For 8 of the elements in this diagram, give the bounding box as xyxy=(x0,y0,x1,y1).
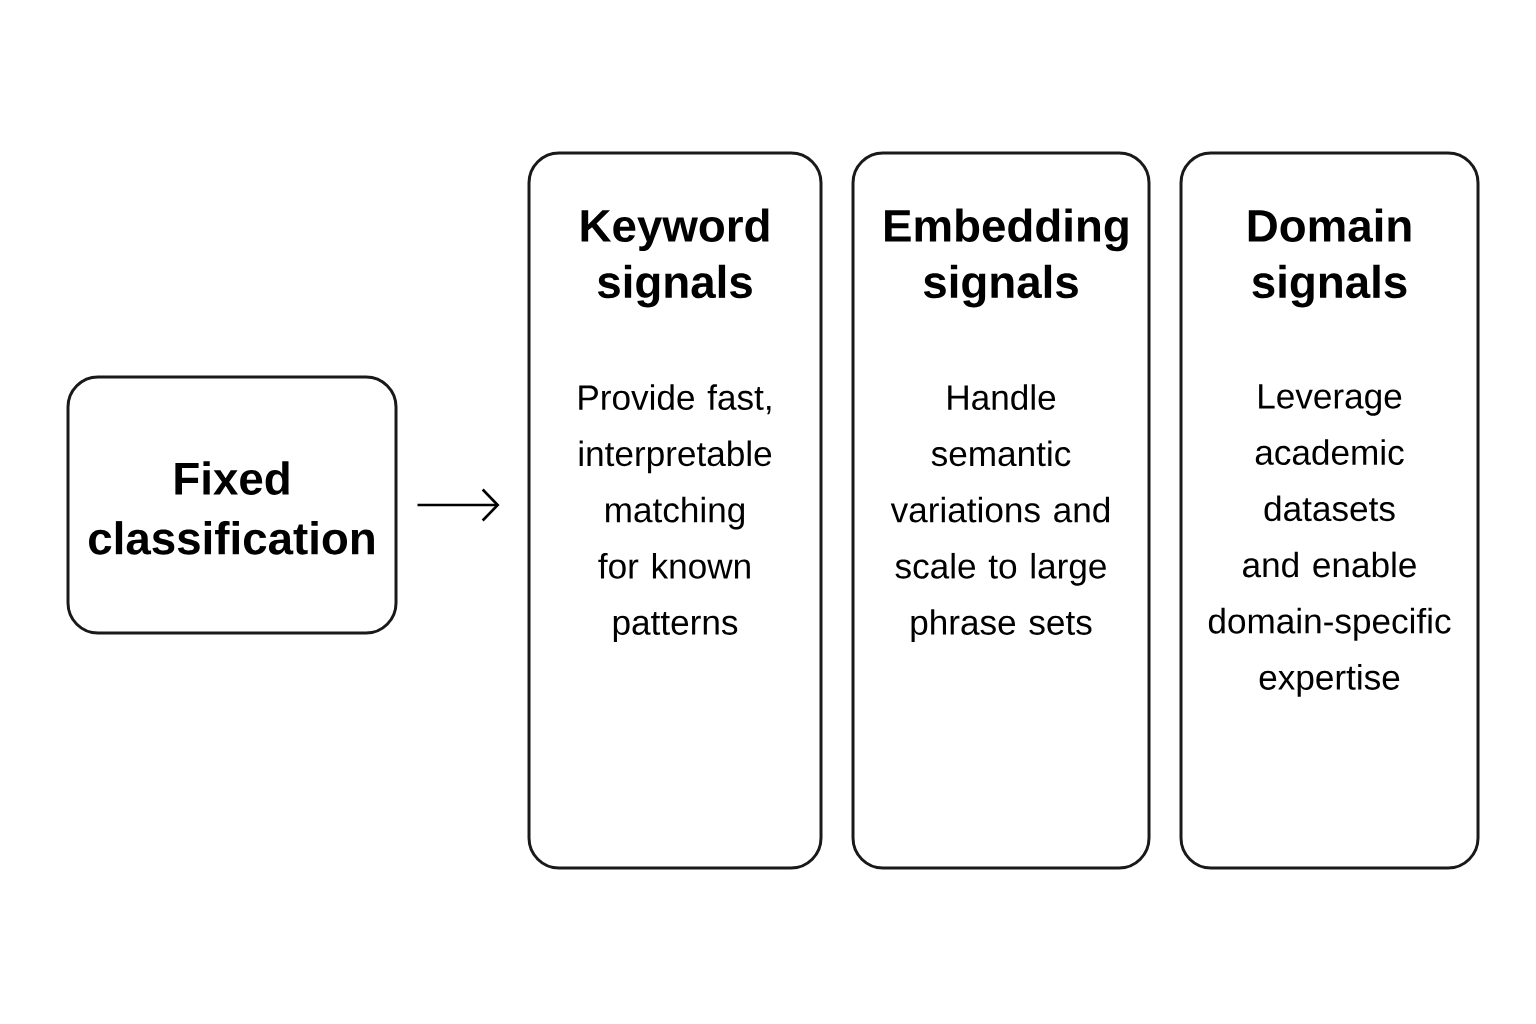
card-description: Handle semantic variations and scale to large phrase sets xyxy=(890,384,1110,642)
card-heading: Keyword signals xyxy=(581,208,769,308)
box-title: Fixed classification xyxy=(89,461,374,555)
card-description: Leverage academic datasets and enable domain-specific expertise xyxy=(1208,384,1451,697)
card-description: Provide fast, interpretable matching for known patterns xyxy=(579,384,772,642)
card-heading: Embedding signals xyxy=(885,208,1128,308)
arrow xyxy=(417,488,500,522)
card-heading: Domain signals xyxy=(1248,208,1411,308)
